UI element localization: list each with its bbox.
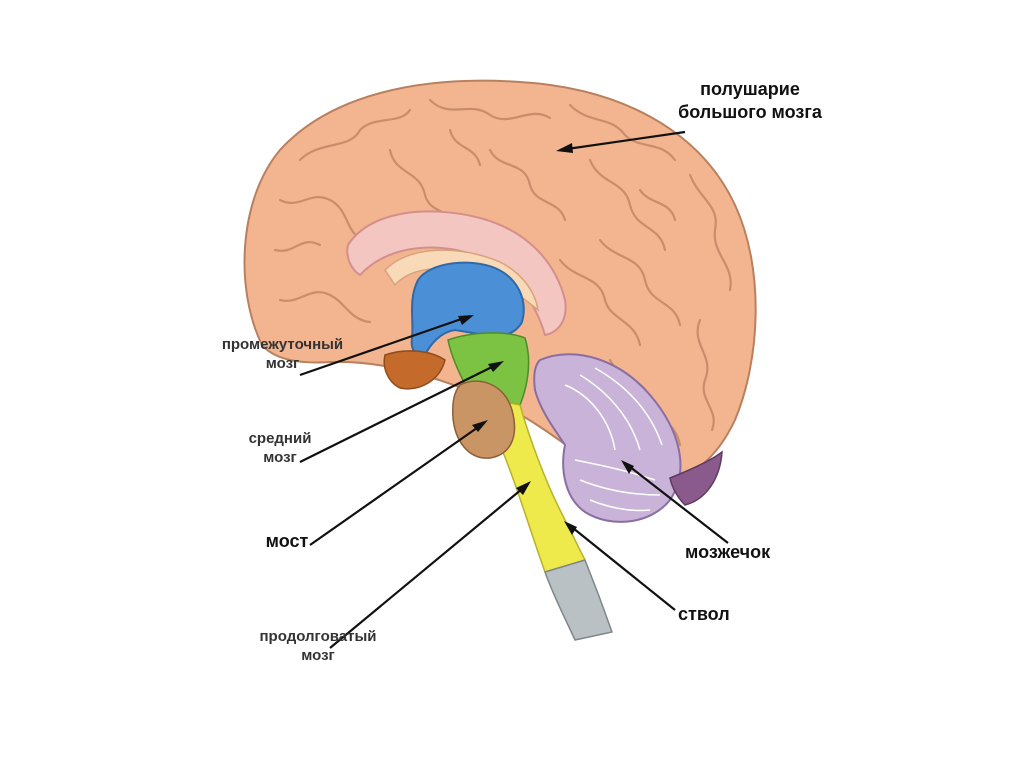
- occipital-tip: [669, 450, 723, 506]
- arrowhead-stem: [564, 521, 577, 535]
- label-hemisphere: полушарие большого мозга: [655, 78, 845, 123]
- label-midbrain: средний мозг: [235, 430, 325, 468]
- label-diencephalon-line1: промежуточный: [221, 336, 344, 353]
- label-cerebellum: мозжечок: [685, 542, 771, 562]
- label-midbrain-line1: средний: [248, 430, 312, 447]
- arrowhead-midbrain: [488, 361, 504, 372]
- cerebellum-folia: [564, 367, 663, 512]
- frontal-base: [383, 350, 446, 390]
- pons: [452, 380, 516, 459]
- pointer-medulla: [329, 483, 529, 649]
- cortex-gyri: [273, 98, 732, 447]
- label-pons: мост: [265, 531, 309, 551]
- arrowhead-hemisphere: [556, 143, 573, 153]
- arrowhead-medulla: [516, 481, 531, 495]
- label-medulla-line1: продолговатый: [259, 628, 377, 645]
- pointer-arrowheads: [458, 143, 634, 535]
- pointer-pons: [309, 422, 485, 546]
- pointer-diencephalon: [299, 314, 471, 377]
- pointer-midbrain: [299, 362, 501, 463]
- label-stem: ствол: [678, 604, 730, 624]
- pointer-lines: [299, 130, 729, 649]
- label-diencephalon: промежуточный мозг: [205, 336, 360, 374]
- label-hemisphere-line1: полушарие: [700, 79, 800, 99]
- label-midbrain-line2: мозг: [263, 448, 297, 466]
- arrowhead-pons: [472, 420, 488, 432]
- arrowhead-cerebellum: [621, 460, 634, 474]
- label-medulla: продолговатый мозг: [238, 628, 398, 666]
- label-diencephalon-line2: мозг: [265, 354, 300, 372]
- cerebellum: [533, 353, 682, 523]
- pointer-stem: [567, 523, 676, 611]
- label-medulla-line2: мозг: [301, 646, 335, 664]
- pointer-cerebellum: [624, 462, 729, 544]
- pointer-hemisphere: [559, 130, 686, 152]
- arrowhead-diencephalon: [458, 315, 474, 325]
- label-hemisphere-line2: большого мозга: [678, 101, 822, 122]
- corpus-callosum: [346, 210, 567, 337]
- spinal-cord: [544, 559, 613, 641]
